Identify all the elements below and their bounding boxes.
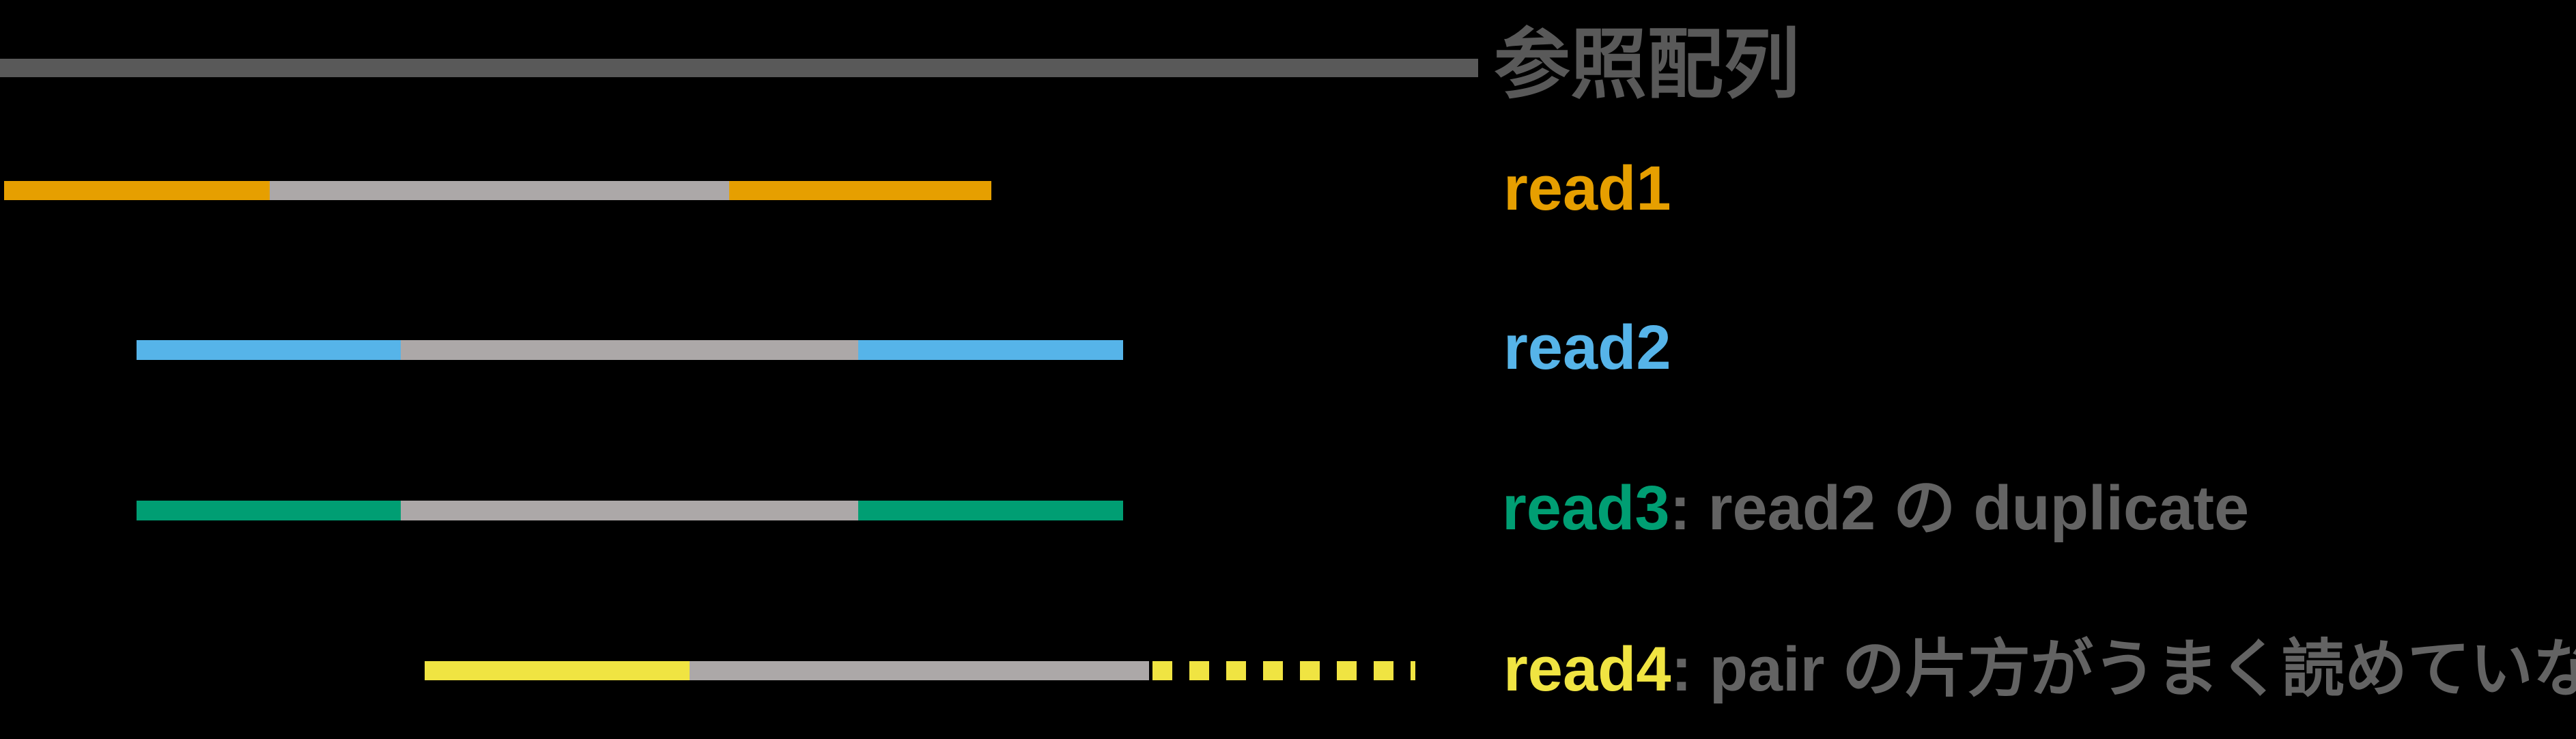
read1-segment-mapped-end <box>4 181 270 200</box>
read1-segment-insert <box>270 181 729 200</box>
read1-label: read1 <box>1503 157 1671 220</box>
read3-label-part-1: : read2 の duplicate <box>1669 473 2250 543</box>
reference-bar <box>0 59 1478 77</box>
read3-bar <box>137 501 1123 520</box>
read4-segment-mapped-end <box>425 661 690 680</box>
read3-label-part-0: read3 <box>1502 473 1670 543</box>
read4-segment-unread-dashed <box>1152 661 1415 680</box>
read3-segment-mapped-end <box>858 501 1123 520</box>
read2-segment-mapped-end <box>858 340 1123 360</box>
read2-segment-mapped-end <box>137 340 401 360</box>
read2-segment-insert <box>401 340 858 360</box>
reference-label: 参照配列 <box>1494 27 1800 103</box>
read2-label: read2 <box>1503 316 1671 379</box>
read4-label-part-0: read4 <box>1503 635 1671 704</box>
read1-bar <box>4 181 991 200</box>
reference-label-part-0: 参照配列 <box>1494 22 1800 107</box>
read3-label: read3: read2 の duplicate <box>1502 477 2249 540</box>
read4-segment-insert <box>690 661 1149 680</box>
read4-label-part-1: : pair の片方がうまく読めていない <box>1671 635 2576 704</box>
reference-segment-reference <box>0 59 1478 77</box>
read2-bar <box>137 340 1123 360</box>
read1-segment-mapped-end <box>729 181 991 200</box>
read2-label-part-0: read2 <box>1503 313 1671 382</box>
read3-segment-mapped-end <box>137 501 401 520</box>
read3-segment-insert <box>401 501 858 520</box>
read1-label-part-0: read1 <box>1503 154 1671 223</box>
read4-bar <box>425 661 1415 680</box>
read4-label: read4: pair の片方がうまく読めていない <box>1503 638 2576 701</box>
